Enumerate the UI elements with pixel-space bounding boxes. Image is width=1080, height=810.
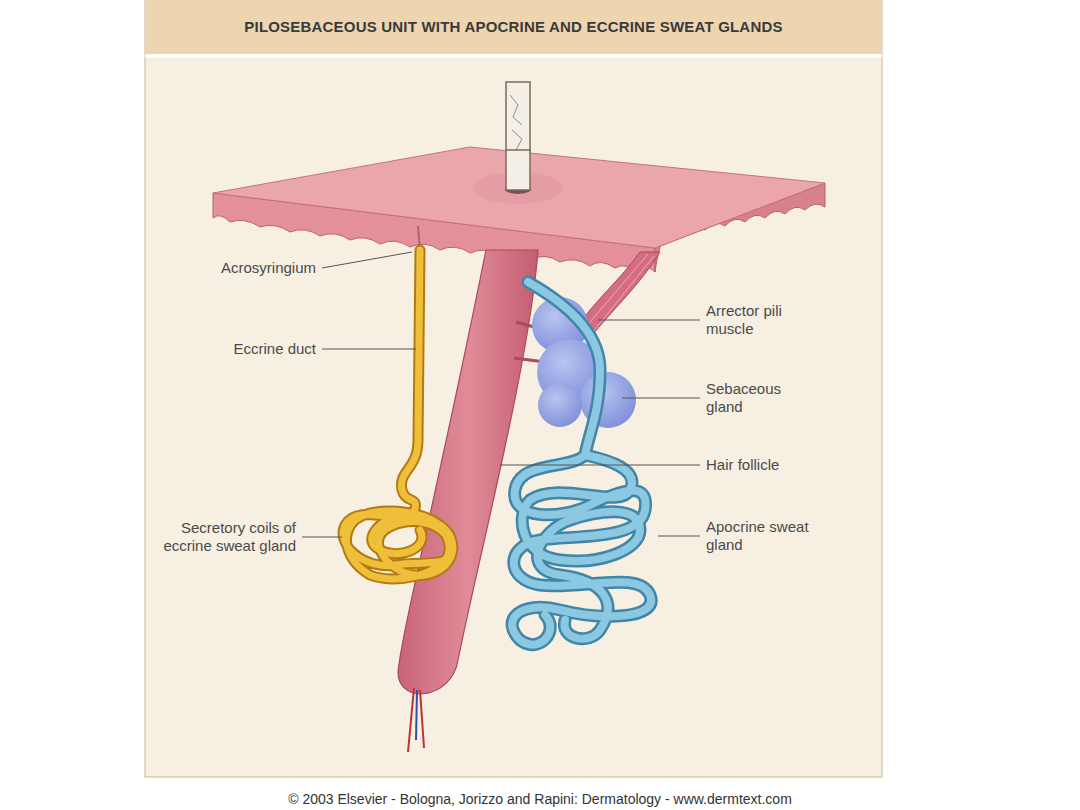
- part-label: Secretory coils of eccrine sweat gland: [160, 519, 296, 555]
- part-label: Acrosyringium: [168, 259, 316, 277]
- copyright-caption: © 2003 Elsevier - Bologna, Jorizzo and R…: [100, 791, 980, 807]
- part-label: Eccrine duct: [230, 340, 316, 358]
- part-label: Apocrine sweat gland: [706, 518, 826, 554]
- part-label: Arrector pili muscle: [706, 302, 826, 338]
- diagram-title: PILOSEBACEOUS UNIT WITH APOCRINE AND ECC…: [150, 18, 877, 35]
- part-label: Hair follicle: [706, 456, 846, 474]
- part-label: Sebaceous gland: [706, 380, 816, 416]
